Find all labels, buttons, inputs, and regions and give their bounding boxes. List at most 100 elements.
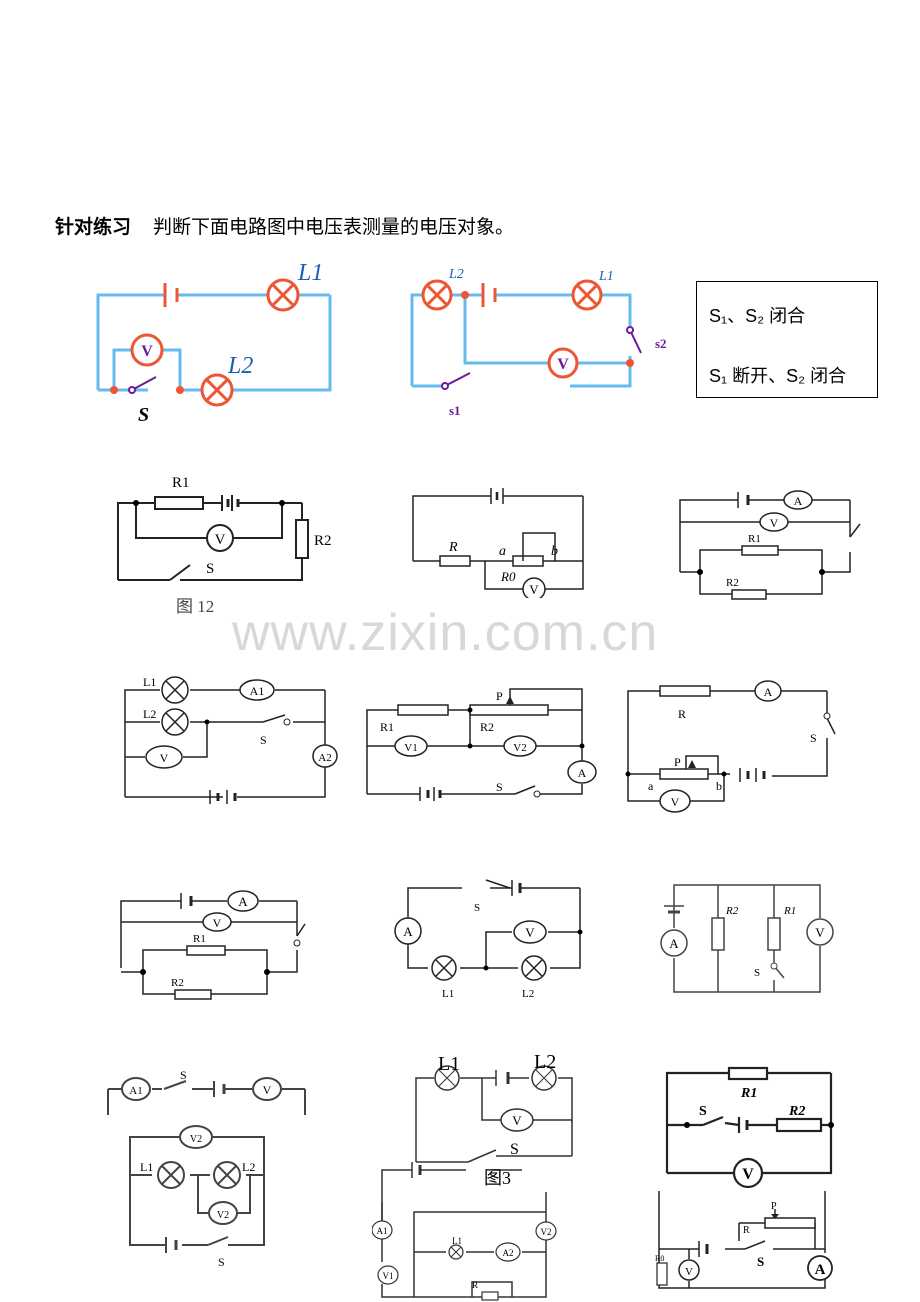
svg-text:R1: R1	[740, 1086, 757, 1101]
svg-text:A2: A2	[503, 1248, 514, 1258]
svg-text:A1: A1	[129, 1085, 142, 1097]
svg-text:R: R	[448, 540, 458, 555]
svg-text:V: V	[742, 1166, 754, 1183]
svg-text:R: R	[678, 707, 686, 721]
svg-text:V2: V2	[541, 1227, 552, 1237]
svg-text:V: V	[263, 1083, 272, 1097]
svg-text:s2: s2	[655, 336, 667, 351]
svg-text:S: S	[180, 1068, 187, 1082]
svg-text:S: S	[206, 561, 214, 577]
circuit-9: A V R1 R2	[120, 890, 306, 1000]
svg-text:L1: L1	[452, 1236, 462, 1246]
svg-text:L2: L2	[522, 988, 534, 1000]
svg-text:V: V	[160, 751, 169, 765]
svg-text:V: V	[529, 582, 539, 597]
svg-text:R1: R1	[193, 933, 206, 945]
svg-text:b: b	[716, 779, 722, 793]
circuit-11: A V R2 R1 S	[660, 884, 834, 993]
svg-text:S: S	[138, 404, 149, 426]
circuit-6: A1 V A2 L1 L2 S	[124, 675, 338, 804]
svg-text:V: V	[141, 343, 153, 360]
svg-text:a: a	[648, 779, 654, 793]
svg-text:R2: R2	[726, 577, 739, 589]
svg-text:R1: R1	[172, 475, 190, 491]
svg-text:A: A	[238, 894, 248, 909]
circuit-12: A1 V V2 V2 S L1 L2 S	[100, 1068, 310, 1269]
svg-text:V2: V2	[190, 1134, 202, 1145]
svg-text:R2: R2	[171, 977, 184, 989]
svg-text:V: V	[770, 516, 779, 530]
svg-text:P: P	[674, 755, 681, 769]
svg-text:S: S	[757, 1254, 764, 1269]
watermark: www.zixin.com.cn	[232, 604, 659, 662]
svg-text:S: S	[699, 1104, 707, 1119]
circuit-10: A V S L1 L2	[394, 879, 583, 1000]
circuit-14: V R1 R2 S V A P R S R0	[655, 1066, 834, 1289]
svg-text:S: S	[496, 780, 503, 794]
exercise-heading: 针对练习判断下面电路图中电压表测量的电压对象。	[55, 212, 514, 239]
circuit-2: V L2 L1 s2 s1	[410, 267, 667, 418]
svg-text:R2: R2	[788, 1104, 805, 1119]
svg-text:R0: R0	[655, 1254, 664, 1263]
svg-text:L2: L2	[448, 267, 464, 282]
svg-text:L1: L1	[143, 675, 156, 689]
svg-text:V: V	[512, 1113, 522, 1128]
svg-text:b: b	[551, 544, 558, 559]
svg-text:A: A	[578, 766, 587, 780]
svg-text:V2: V2	[217, 1210, 229, 1221]
svg-text:V: V	[815, 925, 825, 940]
svg-text:A2: A2	[318, 752, 331, 764]
condition-box: S₁、S₂ 闭合 S₁ 断开、S₂ 闭合	[696, 281, 878, 398]
svg-text:R1: R1	[380, 720, 394, 734]
svg-text:V: V	[213, 916, 222, 930]
condition-1: S₁、S₂ 闭合	[709, 306, 806, 326]
condition-2: S₁ 断开、S₂ 闭合	[709, 366, 847, 386]
svg-text:R2: R2	[314, 533, 332, 549]
circuit-13: V A1 V2 A2 V1 L1 L2 S 图3 L1 R	[372, 1051, 582, 1301]
svg-text:A: A	[669, 936, 679, 951]
circuit-1: V L1 L2 S	[96, 260, 332, 426]
svg-text:S: S	[260, 733, 267, 747]
circuit-3: V R1 R2 S 图 12	[117, 475, 332, 616]
circuit-7: V1 V2 A P R1 R2 S	[366, 688, 597, 801]
svg-text:R: R	[472, 1280, 478, 1290]
svg-text:V: V	[215, 532, 226, 548]
svg-text:L1: L1	[140, 1160, 153, 1174]
svg-text:S: S	[810, 731, 817, 745]
svg-text:R2: R2	[480, 720, 494, 734]
svg-text:V1: V1	[404, 742, 417, 754]
svg-text:S: S	[474, 902, 480, 914]
svg-text:L2: L2	[534, 1051, 556, 1073]
svg-text:V1: V1	[383, 1271, 394, 1281]
svg-text:R1: R1	[783, 905, 796, 917]
svg-text:R2: R2	[725, 905, 739, 917]
svg-text:V: V	[685, 1266, 693, 1278]
svg-text:图 12: 图 12	[176, 597, 214, 616]
svg-text:S: S	[754, 967, 760, 979]
svg-text:A1: A1	[377, 1226, 388, 1236]
svg-text:A: A	[794, 494, 803, 508]
svg-text:A: A	[764, 685, 773, 699]
svg-text:A: A	[815, 1262, 826, 1278]
svg-text:R0: R0	[500, 569, 516, 584]
svg-text:V: V	[557, 356, 569, 373]
svg-text:L1: L1	[442, 988, 454, 1000]
svg-text:V2: V2	[513, 742, 526, 754]
svg-text:S: S	[510, 1141, 519, 1158]
svg-text:R1: R1	[748, 533, 761, 545]
svg-text:L1: L1	[598, 269, 614, 284]
svg-text:L2: L2	[143, 707, 156, 721]
svg-text:V: V	[671, 795, 680, 809]
svg-text:L2: L2	[227, 353, 253, 379]
circuit-8: A V R P S a b	[625, 680, 836, 813]
svg-text:P: P	[496, 689, 503, 703]
svg-text:A1: A1	[250, 684, 265, 698]
svg-text:L1: L1	[297, 260, 323, 286]
svg-text:L2: L2	[242, 1160, 255, 1174]
svg-text:L1: L1	[438, 1053, 460, 1075]
svg-text:图3: 图3	[484, 1168, 511, 1188]
svg-text:P: P	[771, 1201, 777, 1212]
circuit-4: V R a b R0	[412, 488, 584, 598]
svg-text:A: A	[403, 924, 413, 939]
heading-text: 判断下面电路图中电压表测量的电压对象。	[153, 216, 515, 238]
